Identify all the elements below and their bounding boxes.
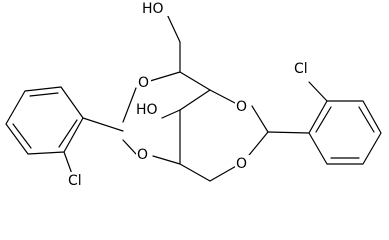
label-bg-upper-left-oxygen [137,74,151,90]
label-bg-middle-hydroxyl [135,101,161,117]
bond-ch2-c5 [179,163,211,182]
middle-hydroxyl-label: HO [136,102,158,118]
left-ring-double-bond-b [12,123,32,149]
label-bg-left-chlorine [67,172,87,188]
left-benzene-ring [5,86,84,155]
molecule-diagram: HO HO O O O O Cl Cl [5,0,382,189]
bond-c2-c4 [179,89,211,111]
upper-right-oxygen-label: O [236,99,247,115]
bond-right-acetal-aryl [267,131,310,134]
bond-o-lower-left-acetal-left [122,139,137,155]
right-ring-chlorine-bond [308,81,328,102]
bond-ch2-oh [165,11,181,43]
label-bg-top-hydroxyl [141,0,169,16]
lower-right-oxygen-label: O [236,156,247,172]
structure-canvas: HO HO O O O O Cl Cl [5,0,382,189]
left-chlorine-label: Cl [68,173,82,189]
left-ring-double-bond-c [58,119,78,148]
right-ring-double-bond-b [358,106,375,133]
label-bg-upper-right-oxygen [235,98,251,114]
label-bg-right-chlorine [293,60,315,76]
bond-c2-o-upper-right [209,89,236,104]
right-benzene-ring [308,100,382,165]
label-bg-lower-left-oxygen [136,146,152,162]
bonds [5,11,382,182]
atom-labels: HO HO O O O O Cl Cl [67,0,315,189]
bond-c5-o-lower-left [152,155,181,165]
top-hydroxyl-label: HO [142,1,164,17]
left-ring-chlorine-bond [63,151,73,175]
bond-c4-oh [161,109,181,119]
label-bg-lower-right-oxygen [235,155,251,171]
lower-left-oxygen-label: O [137,147,148,163]
right-ring-double-bond-a [315,106,332,133]
left-ring-double-bond-a [29,92,59,97]
bond-o-lower-right-ch2 [209,164,239,182]
upper-left-oxygen-label: O [138,75,149,91]
bond-acetal-left-o-upper-left [122,87,137,123]
right-chlorine-label: Cl [294,61,308,77]
bond-c1-c2 [179,71,211,91]
bond-left-acetal-aryl [82,117,124,132]
bond-o-upper-right-acetal-right [251,105,269,133]
bond-o-upper-left-c1 [149,71,181,82]
